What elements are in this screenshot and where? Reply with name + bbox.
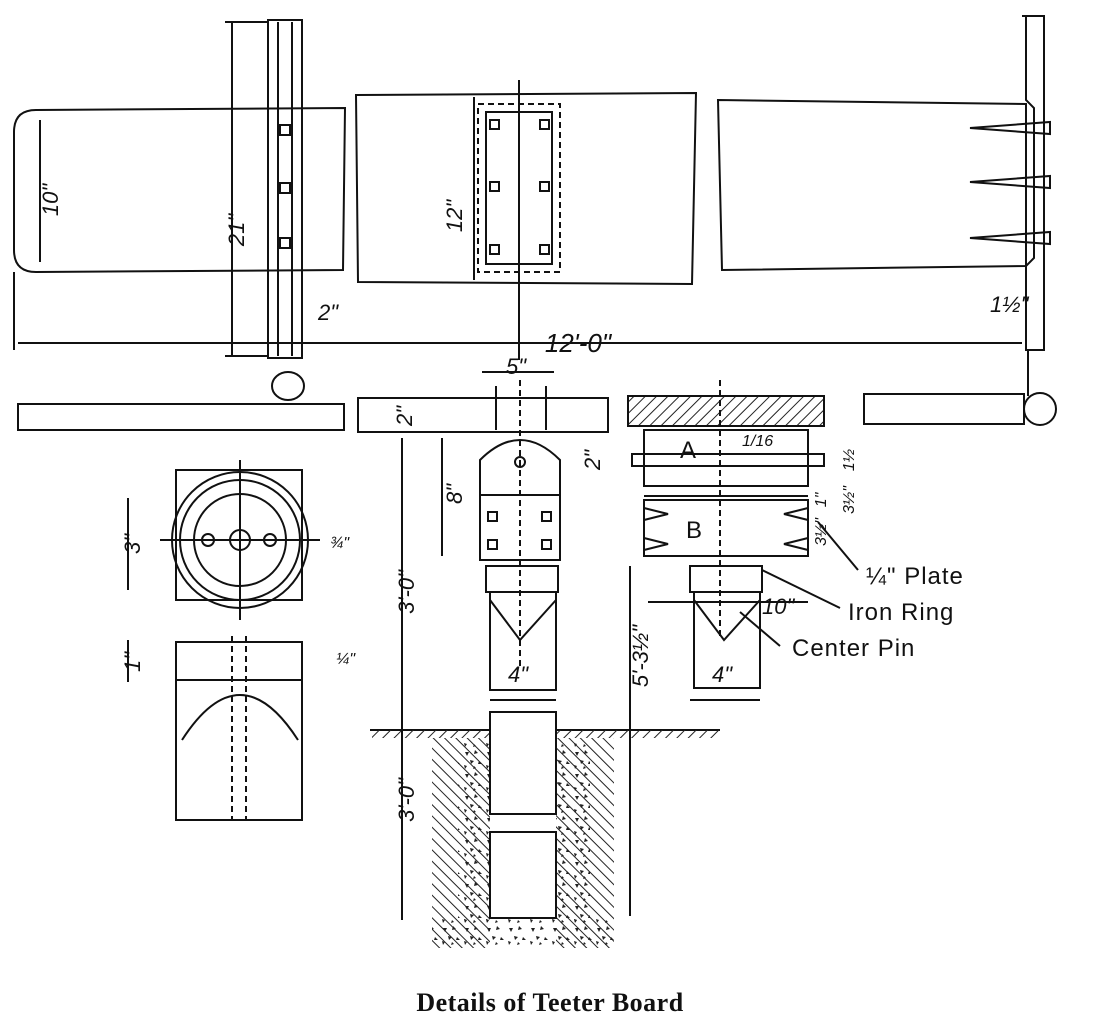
- dim-hole-size: ¾": [330, 535, 350, 552]
- dim-board-length: 12'-0": [545, 328, 613, 358]
- dim-board-thickness: 2": [392, 405, 417, 427]
- upright-strap: [225, 19, 303, 359]
- dim-side-b: 3½": [841, 485, 858, 514]
- post-in-ground: [370, 711, 720, 948]
- figure-caption: Details of Teeter Board: [416, 988, 684, 1017]
- dim-plate-width: 10": [762, 594, 795, 619]
- dim-upright-length: 21": [224, 213, 249, 247]
- dim-overall-height: 5'-3½": [628, 624, 653, 687]
- dim-fulcrum-width: 5": [506, 354, 527, 379]
- board-plan-center: [354, 80, 698, 360]
- dim-center-width: 12": [442, 199, 467, 232]
- dim-post-above-ground: 3'-0": [394, 569, 419, 614]
- label-center-pin: Center Pin: [792, 635, 915, 662]
- dim-side-a: 1½: [841, 449, 858, 471]
- dim-pin-height: 2": [580, 449, 605, 471]
- dim-post-width-b: 4": [712, 662, 733, 687]
- board-plan-right: [716, 15, 1051, 351]
- fulcrum-front-view: [479, 380, 561, 691]
- dim-side-c: 1": [813, 491, 830, 507]
- label-block-a: A: [680, 437, 696, 464]
- label-plate: ¼" Plate: [866, 563, 964, 590]
- dim-bracket-height: 8": [442, 483, 467, 504]
- dim-ring-height: 1": [120, 651, 145, 672]
- iron-ring-detail: [160, 460, 320, 821]
- board-elevation: [17, 350, 1057, 433]
- label-iron-ring: Iron Ring: [848, 599, 954, 626]
- dim-side-d: 3½": [813, 517, 830, 546]
- dimension-lines: [127, 371, 859, 920]
- dim-small: 1/16: [742, 433, 773, 450]
- dim-plate-thickness: ¼": [336, 651, 356, 668]
- dim-post-below-ground: 3'-0": [394, 777, 419, 822]
- dim-board-width: 10": [38, 183, 63, 216]
- label-block-b: B: [686, 517, 702, 544]
- dim-ring-diameter: 3": [120, 533, 145, 554]
- board-plan-left: [13, 106, 347, 274]
- dim-strap-width: 2": [317, 300, 339, 325]
- dim-handle-end: 1½": [990, 292, 1030, 317]
- dim-post-width-a: 4": [508, 662, 529, 687]
- fulcrum-side-view: [627, 380, 825, 689]
